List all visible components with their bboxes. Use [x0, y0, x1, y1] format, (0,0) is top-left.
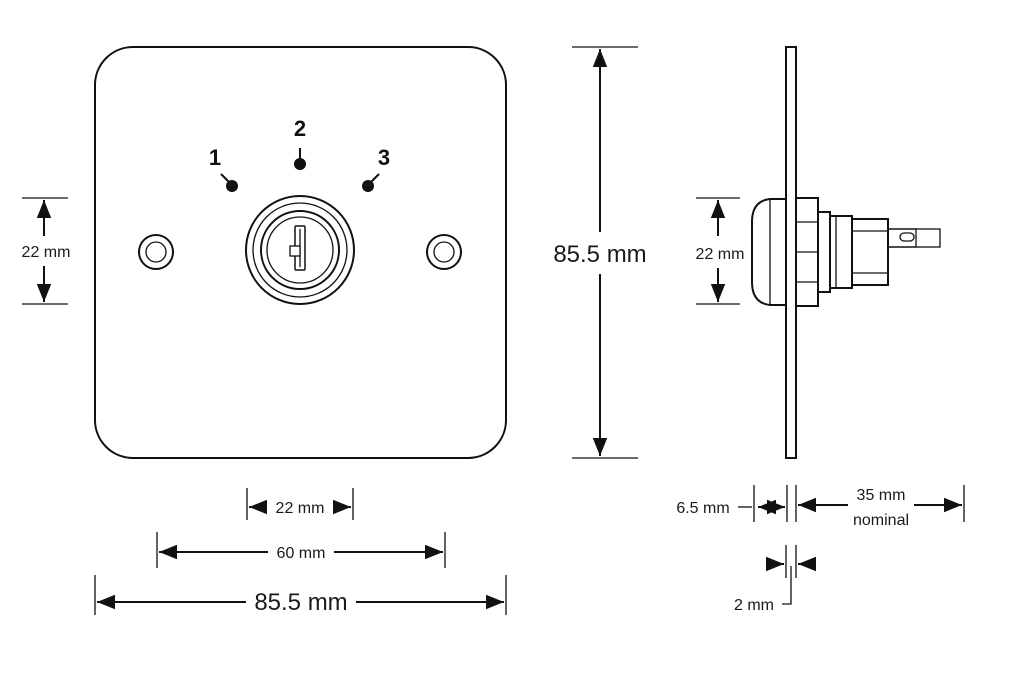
- side-view: 22 mm 6.5 mm 35 mm nominal 2 mm: [676, 46, 965, 614]
- position-marker-2: 2: [294, 116, 306, 170]
- position-marker-3: 3: [362, 145, 390, 192]
- dim-hole-spacing: 60 mm: [156, 532, 446, 568]
- dim-rear-depth-label: 35 mm: [857, 487, 906, 504]
- dim-front-projection: 6.5 mm: [676, 485, 788, 522]
- dim-plate-thickness-label: 2 mm: [734, 597, 774, 614]
- fixing-hole-left: [138, 234, 174, 270]
- side-plate: [785, 46, 797, 459]
- front-bezel: [751, 198, 787, 306]
- mounting-nut: [795, 197, 831, 307]
- dim-keyhole-width: 22 mm: [246, 488, 354, 520]
- dim-rear-depth: 35 mm nominal: [795, 485, 965, 529]
- dim-plate-height: 85.5 mm: [553, 46, 647, 459]
- key-cylinder: [245, 195, 355, 305]
- position-label-2: 2: [294, 116, 306, 141]
- terminal-tab: [887, 228, 941, 248]
- dim-plate-width: 85.5 mm: [94, 575, 507, 616]
- front-plate: [94, 46, 507, 459]
- fixing-hole-right: [426, 234, 462, 270]
- dim-front-height-label: 22 mm: [22, 244, 71, 261]
- dim-rear-depth-note: nominal: [853, 512, 909, 529]
- dim-front-height: 22 mm: [22, 197, 71, 305]
- dim-front-projection-label: 6.5 mm: [676, 500, 729, 517]
- position-label-3: 3: [378, 145, 390, 170]
- dim-plate-width-label: 85.5 mm: [254, 589, 347, 616]
- dim-plate-height-label: 85.5 mm: [553, 241, 646, 268]
- front-view: 1 2 3: [22, 46, 507, 616]
- position-label-1: 1: [209, 145, 221, 170]
- dim-keyhole-width-label: 22 mm: [276, 500, 325, 517]
- dim-plate-thickness: 2 mm: [734, 545, 816, 614]
- dim-hole-spacing-label: 60 mm: [277, 545, 326, 562]
- dim-side-height: 22 mm: [696, 197, 745, 305]
- position-marker-1: 1: [209, 145, 238, 192]
- dim-side-height-label: 22 mm: [696, 246, 745, 263]
- switch-body: [829, 215, 889, 289]
